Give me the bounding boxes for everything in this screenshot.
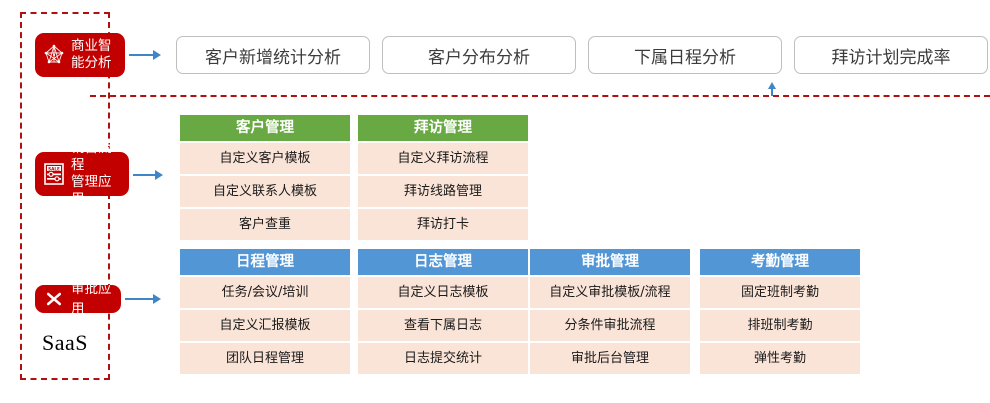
- arrow-shaft: [125, 297, 153, 300]
- module-row[interactable]: 拜访线路管理: [358, 176, 528, 207]
- pill-button-customer-growth-analysis[interactable]: 客户新增统计分析: [176, 36, 370, 74]
- arrow-shaft: [129, 53, 153, 56]
- arrow-right-icon-sales: [133, 169, 163, 180]
- pill-button-subordinate-schedule-analysis[interactable]: 下属日程分析: [588, 36, 782, 74]
- module-visit-management: 拜访管理 自定义拜访流程 拜访线路管理 拜访打卡: [358, 115, 528, 240]
- arrow-right-icon-bi: [129, 49, 161, 60]
- module-row[interactable]: 查看下属日志: [358, 310, 528, 341]
- module-header: 考勤管理: [700, 249, 860, 275]
- module-customer-management: 客户管理 自定义客户模板 自定义联系人模板 客户查重: [180, 115, 350, 240]
- svg-text:SALE: SALE: [48, 166, 60, 171]
- pill-button-visit-plan-completion-rate[interactable]: 拜访计划完成率: [794, 36, 988, 74]
- arrow-shaft: [133, 173, 155, 176]
- arrow-head: [153, 293, 161, 304]
- module-row[interactable]: 固定班制考勤: [700, 277, 860, 308]
- module-header: 客户管理: [180, 115, 350, 141]
- module-header: 日志管理: [358, 249, 528, 275]
- module-row[interactable]: 任务/会议/培训: [180, 277, 350, 308]
- sale-document-icon: SALE: [41, 161, 67, 187]
- arrow-right-icon-approval: [125, 293, 161, 304]
- arrow-shaft: [771, 86, 773, 96]
- pill-button-customer-distribution-analysis[interactable]: 客户分布分析: [382, 36, 576, 74]
- module-row[interactable]: 分条件审批流程: [530, 310, 690, 341]
- module-schedule-management: 日程管理 任务/会议/培训 自定义汇报模板 团队日程管理: [180, 249, 350, 374]
- saas-group-box: [20, 12, 110, 380]
- module-header: 日程管理: [180, 249, 350, 275]
- module-row[interactable]: 自定义联系人模板: [180, 176, 350, 207]
- horizontal-dashed-divider: [90, 95, 990, 97]
- module-approval-management: 审批管理 自定义审批模板/流程 分条件审批流程 审批后台管理: [530, 249, 690, 374]
- badge-label: 商业智 能分析: [71, 38, 112, 71]
- module-header: 拜访管理: [358, 115, 528, 141]
- module-row[interactable]: 自定义日志模板: [358, 277, 528, 308]
- module-row[interactable]: 排班制考勤: [700, 310, 860, 341]
- module-row[interactable]: 拜访打卡: [358, 209, 528, 240]
- module-row[interactable]: 团队日程管理: [180, 343, 350, 374]
- module-log-management: 日志管理 自定义日志模板 查看下属日志 日志提交统计: [358, 249, 528, 374]
- badge-approval-app[interactable]: 审批应用: [35, 281, 121, 317]
- badge-business-intelligence[interactable]: 商业智 能分析: [35, 33, 125, 77]
- module-header: 审批管理: [530, 249, 690, 275]
- module-row[interactable]: 审批后台管理: [530, 343, 690, 374]
- arrow-head: [768, 82, 776, 89]
- module-row[interactable]: 自定义拜访流程: [358, 143, 528, 174]
- cross-tools-icon: [41, 286, 67, 312]
- module-attendance-management: 考勤管理 固定班制考勤 排班制考勤 弹性考勤: [700, 249, 860, 374]
- arrow-up-icon: [768, 82, 776, 96]
- module-row[interactable]: 弹性考勤: [700, 343, 860, 374]
- badge-label: 审批应用: [71, 281, 112, 317]
- saas-label: SaaS: [42, 330, 88, 355]
- arrow-head: [153, 49, 161, 60]
- network-graph-icon: [41, 42, 67, 68]
- arrow-head: [155, 169, 163, 180]
- badge-sales-process[interactable]: SALE 销售流程 管理应用: [35, 140, 129, 207]
- module-row[interactable]: 客户查重: [180, 209, 350, 240]
- module-row[interactable]: 自定义客户模板: [180, 143, 350, 174]
- module-row[interactable]: 自定义审批模板/流程: [530, 277, 690, 308]
- module-row[interactable]: 日志提交统计: [358, 343, 528, 374]
- badge-label: 销售流程 管理应用: [71, 140, 112, 207]
- module-row[interactable]: 自定义汇报模板: [180, 310, 350, 341]
